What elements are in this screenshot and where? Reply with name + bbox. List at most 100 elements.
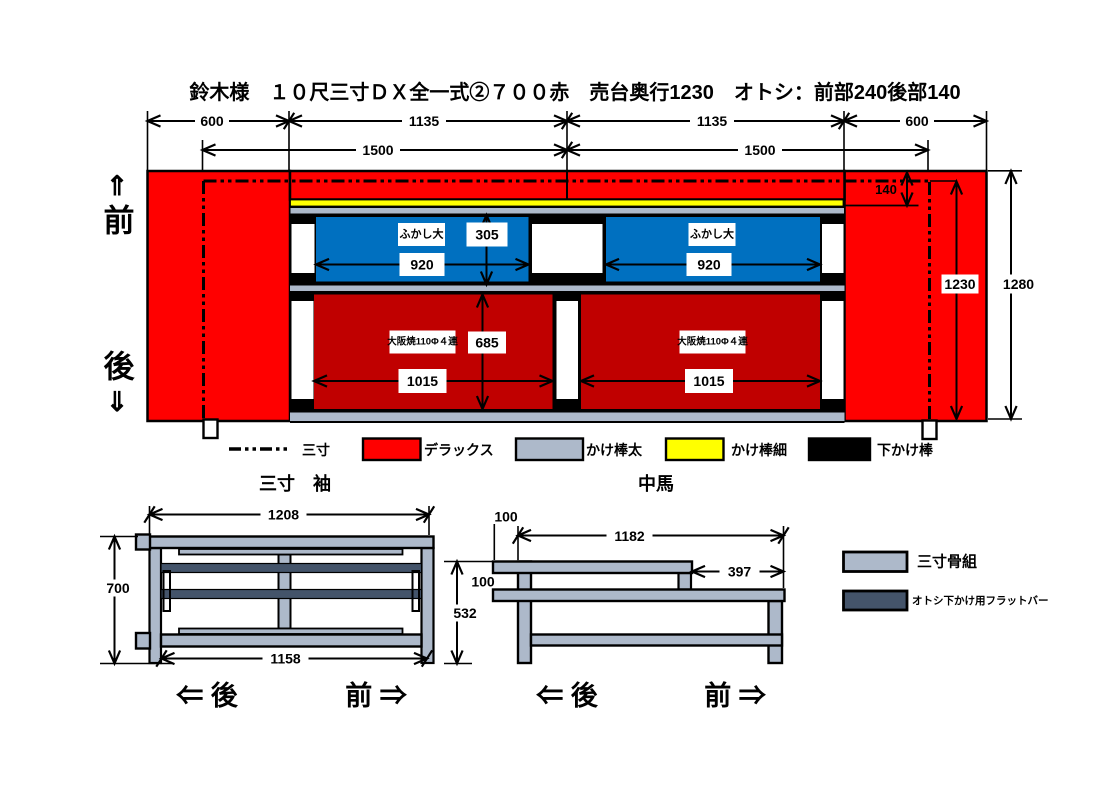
dim-label-397-box [719,563,760,580]
dim-label-920-right: 920 [697,257,721,273]
dim-depth-1230 [949,178,964,422]
dim-label-1158: 1158 [270,651,301,667]
dim-label-685: 685 [475,335,499,351]
dim-label-600-left-box [195,112,229,130]
dim-label-920-left-box [399,253,445,276]
dim-label-600-right: 600 [905,113,929,129]
chuma-back-label: ⇐ 後 [535,681,599,711]
kakebou-thick-strip-back [290,412,845,421]
sode-flat-bar-upper [160,562,423,574]
dim-label-100-left: 100 [471,574,495,590]
sode-flat-bar-lower [160,588,423,600]
legend-kakebou-thick-swatch [514,437,585,462]
dim-label-1135-right-box [690,112,734,130]
legend-kakebou-thin-swatch [664,437,725,462]
sode-right-post [420,546,435,665]
dim-label-1015-left: 1015 [407,373,438,389]
dim-label-1135-left: 1135 [409,113,440,129]
dim-label-1280-box [998,274,1039,294]
fukashi-right-label: ふかし大 [690,227,734,241]
back-row-gap-3 [822,301,844,399]
osakayaki-right-label-box [679,330,746,354]
dim-label-1158-box [262,650,309,667]
dim-label-140: 140 [875,182,897,197]
back-direction-arrow: ⇓ [106,387,129,417]
dim-label-532-box [448,604,482,622]
chuma-right-post [767,599,784,665]
right-foot-post [921,419,938,441]
dim-overall-1280 [1004,168,1018,422]
dim-label-1280: 1280 [1003,276,1034,292]
osakayaki-left-label: 大阪焼110Φ４連 [387,336,458,348]
dim-junction-tick [837,112,851,130]
front-row-gap-2 [532,224,603,273]
legend-kakebou-thick-label: かけ棒太 [586,442,643,458]
dim-offset-140 [900,169,914,209]
dim-label-532: 532 [453,605,477,621]
section-chuma-title: 中馬 [638,473,674,494]
kakebou-thin-strip [289,198,845,208]
sode-bottom-thin-bar [178,627,404,635]
dim-label-100-top: 100 [494,509,518,525]
dim-label-1500-right: 1500 [744,142,775,158]
dim-label-1500-left: 1500 [362,142,393,158]
fukashi-left-label: ふかし大 [400,227,444,241]
front-direction-arrow: ⇑ [106,171,129,201]
dim-label-1182: 1182 [614,528,645,544]
sode-front-label: 前 ⇒ [345,680,408,711]
sode-bottom-bar [159,633,423,648]
sode-top-thin-bar [178,548,404,556]
back-row-gap-1 [291,301,314,399]
dim-label-600-right-box [900,112,934,130]
fukashi-left-label-box [398,223,445,246]
dim-label-920-left: 920 [410,257,434,273]
dim-sode-700 [107,533,122,667]
legend-kakebou-thin-label: かけ棒細 [731,442,787,458]
dim-label-1500-right-box [738,141,782,159]
legend-sanzun-label: 三寸 [302,442,330,458]
legend-frame-label: 三寸骨組 [917,553,977,571]
back-label: 後 [104,350,136,385]
sode-back-label: ⇐ 後 [175,681,239,711]
front-row-gap-3 [822,224,844,273]
dim-label-305-box [466,222,508,247]
dim-label-700: 700 [106,580,130,596]
dim-label-1015-right-box [685,369,733,393]
back-row-gap-2 [556,301,578,399]
dim-label-685-box [468,331,506,354]
legend-frame-swatch [842,550,909,573]
sode-top-bar [136,535,435,550]
sode-left-post [148,546,163,665]
dim-label-1135-left-box [402,112,446,130]
left-foot-post [202,418,219,440]
chuma-front-label: 前 ⇒ [704,680,767,711]
legend-flatbar-swatch [842,589,909,612]
osakayaki-right-label: 大阪焼110Φ４連 [677,336,748,348]
dim-junction-tick [560,141,574,159]
osakayaki-left-label-box [389,330,456,354]
legend-flatbar-label: オトシ下かけ用フラットバー [912,595,1049,607]
front-row-gap-1 [291,224,315,273]
dim-label-1208: 1208 [268,507,299,523]
dim-label-920-right-box [686,253,732,276]
dim-label-397: 397 [728,564,752,580]
dim-label-1182-box [606,527,653,545]
legend-shitakake-label: 下かけ棒 [877,442,934,458]
chuma-step-post [677,571,693,591]
dim-label-600-left: 600 [200,113,224,129]
dim-label-1015-right: 1015 [693,373,724,389]
chuma-bottom-bar [529,633,784,647]
dim-label-700-box [102,579,134,597]
drawing-title: 鈴木様 １０尺三寸ＤＸ全一式②７００赤 売台奥行1230 オトシ：前部240後部… [189,80,960,104]
dim-label-1230-box [941,274,979,294]
fukashi-right-label-box [688,223,736,246]
dim-label-1015-left-box [398,369,447,393]
chuma-top-bar [491,560,694,575]
deluxe-left-panel [146,169,292,423]
dim-label-1135-right: 1135 [697,113,728,129]
dim-label-1500-left-box [356,141,400,159]
section-sode-title: 三寸 袖 [259,473,331,494]
sode-left-bracket [162,570,171,612]
